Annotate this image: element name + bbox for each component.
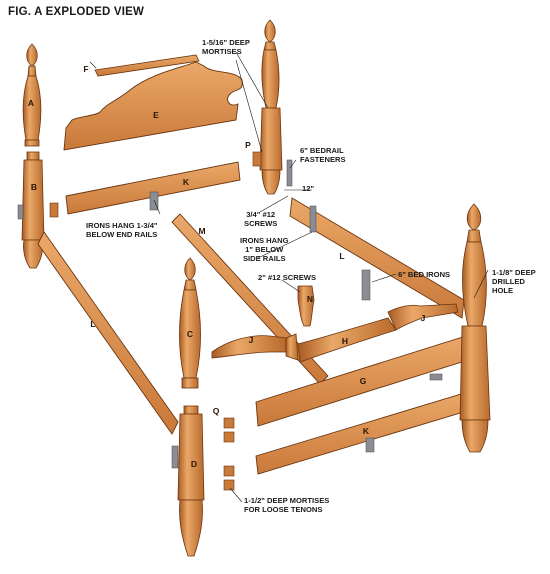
label-p: P (245, 140, 251, 150)
loose-tenon-upper (49, 202, 59, 218)
loose-tenon-lower2 (223, 479, 235, 491)
label-b: B (30, 182, 38, 192)
loose-tenon-q2 (223, 431, 235, 443)
note-drilled-hole: 1-1/8" DEEP DRILLED HOLE (492, 268, 536, 295)
bedrail-fastener-right (286, 159, 293, 187)
label-g: G (359, 376, 367, 386)
loose-tenon-p (252, 151, 262, 167)
post-right-front (459, 203, 491, 453)
bed-iron-side-right (309, 205, 317, 233)
post-right-rear (259, 19, 283, 195)
label-h: H (341, 336, 349, 346)
label-f: F (83, 64, 89, 74)
figure-title: FIG. A EXPLODED VIEW (8, 6, 145, 18)
headboard-panel-e (63, 61, 243, 151)
note-screws-34: 3/4" #12 SCREWS (244, 210, 278, 228)
label-m: M (198, 226, 206, 236)
loose-tenon-lower1 (223, 465, 235, 477)
bed-iron-6in (361, 269, 371, 301)
bedrail-fastener-left (17, 204, 24, 220)
post-front-top (179, 257, 201, 389)
label-j2: J (420, 313, 426, 323)
blank-patch-bottom (0, 534, 84, 574)
leader-lines (89, 51, 489, 503)
side-rail-l-left (37, 231, 179, 435)
blank-patch-left (0, 308, 114, 427)
end-rail-k-upper (65, 161, 241, 215)
bed-iron-lower (365, 437, 375, 453)
label-c: C (186, 329, 194, 339)
label-k1: K (182, 177, 190, 187)
loose-tenon-q1 (223, 417, 235, 429)
label-k2: K (362, 426, 370, 436)
bed-iron-foot (429, 373, 443, 381)
label-l1: L (90, 319, 96, 329)
post-front-bottom (177, 405, 205, 557)
label-e: E (153, 110, 159, 120)
bedrail-fastener-front (171, 445, 179, 469)
note-bedrail-fasteners: 6" BEDRAIL FASTENERS (300, 146, 346, 164)
label-l2: L (339, 251, 345, 261)
label-q: Q (212, 406, 220, 416)
label-j1: J (248, 335, 254, 345)
note-dim-12: 12" (302, 184, 315, 193)
label-d: D (190, 459, 198, 469)
center-leg-n (297, 285, 315, 327)
headboard-cap-f (94, 54, 200, 77)
post-left-top (22, 43, 42, 147)
note-irons-end-rails: IRONS HANG 1-3/4" BELOW END RAILS (86, 221, 158, 239)
note-loose-tenons: 1-1/2" DEEP MORTISES FOR LOOSE TENONS (244, 496, 330, 514)
label-a: A (27, 98, 35, 108)
side-rail-l-right (289, 197, 465, 319)
post-left-bottom (21, 151, 45, 269)
note-bed-irons: 6" BED IRONS (398, 270, 451, 279)
label-n: N (306, 294, 314, 304)
bed-iron-upper (149, 191, 159, 211)
stretcher-h (211, 303, 459, 363)
note-irons-side-rails: IRONS HANG 1" BELOW SIDE RAILS (240, 236, 289, 263)
note-deep-mortises: 1-5/16" DEEP MORTISES (202, 38, 250, 56)
note-screws-2: 2" #12 SCREWS (258, 273, 317, 282)
